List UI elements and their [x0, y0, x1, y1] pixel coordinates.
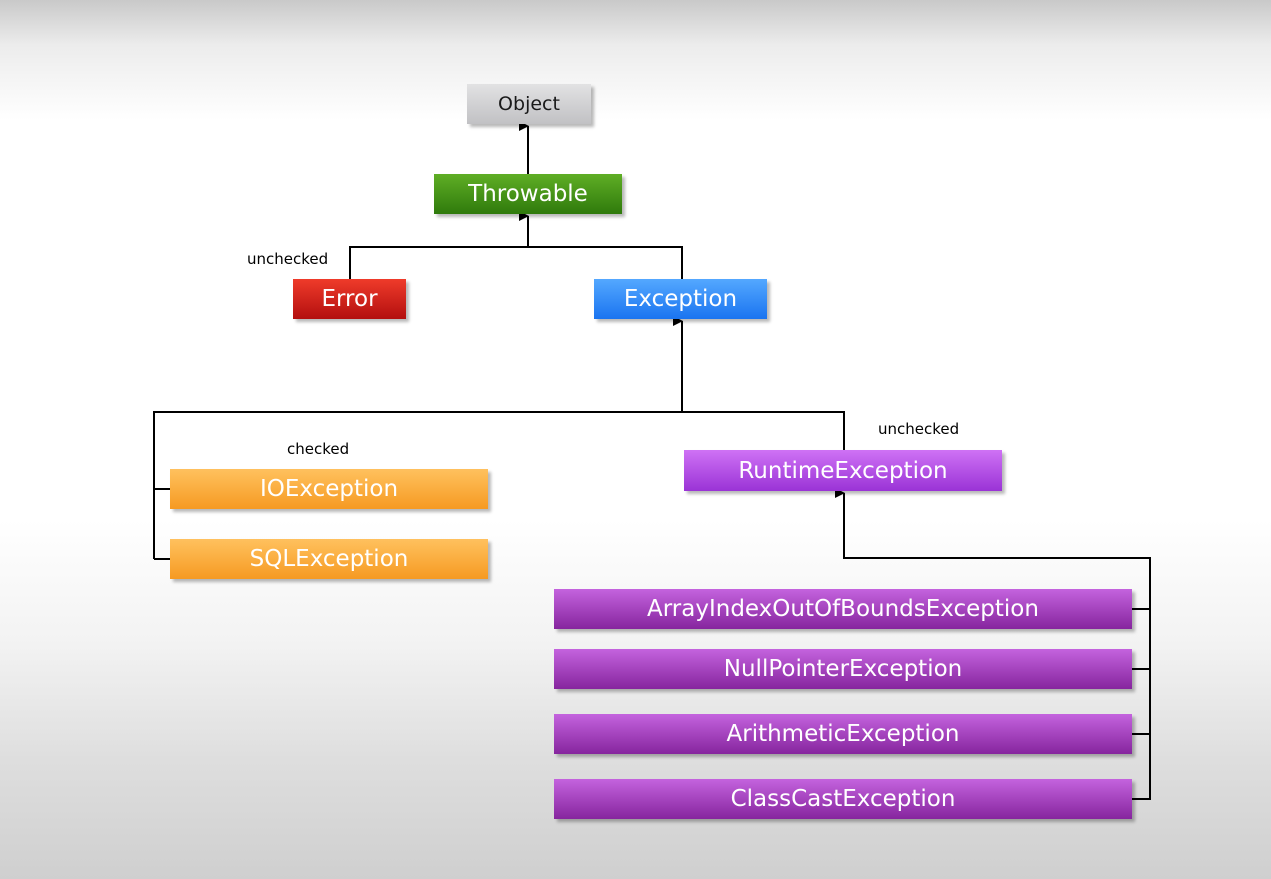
checked-label: checked	[287, 440, 350, 458]
edge-error-exception-to-throwable	[349, 216, 683, 279]
array-index-out-of-bounds-exception-node: ArrayIndexOutOfBoundsException	[554, 589, 1132, 629]
runtime-exception-node: RuntimeException	[684, 450, 1002, 491]
exception-node: Exception	[594, 279, 767, 319]
throwable-node: Throwable	[434, 174, 622, 214]
edge-runtime-subclasses-to-runtime	[844, 493, 1151, 800]
class-cast-exception-node: ClassCastException	[554, 779, 1132, 819]
arithmetic-exception-node: ArithmeticException	[554, 714, 1132, 754]
error-node: Error	[293, 279, 406, 319]
null-pointer-exception-node: NullPointerException	[554, 649, 1132, 689]
runtime-unchecked-label: unchecked	[878, 420, 960, 438]
object-node: Object	[467, 84, 591, 124]
sql-exception-node: SQLException	[170, 539, 488, 579]
edge-subclasses-to-exception	[153, 321, 845, 560]
error-unchecked-label: unchecked	[247, 250, 329, 268]
io-exception-node: IOException	[170, 469, 488, 509]
